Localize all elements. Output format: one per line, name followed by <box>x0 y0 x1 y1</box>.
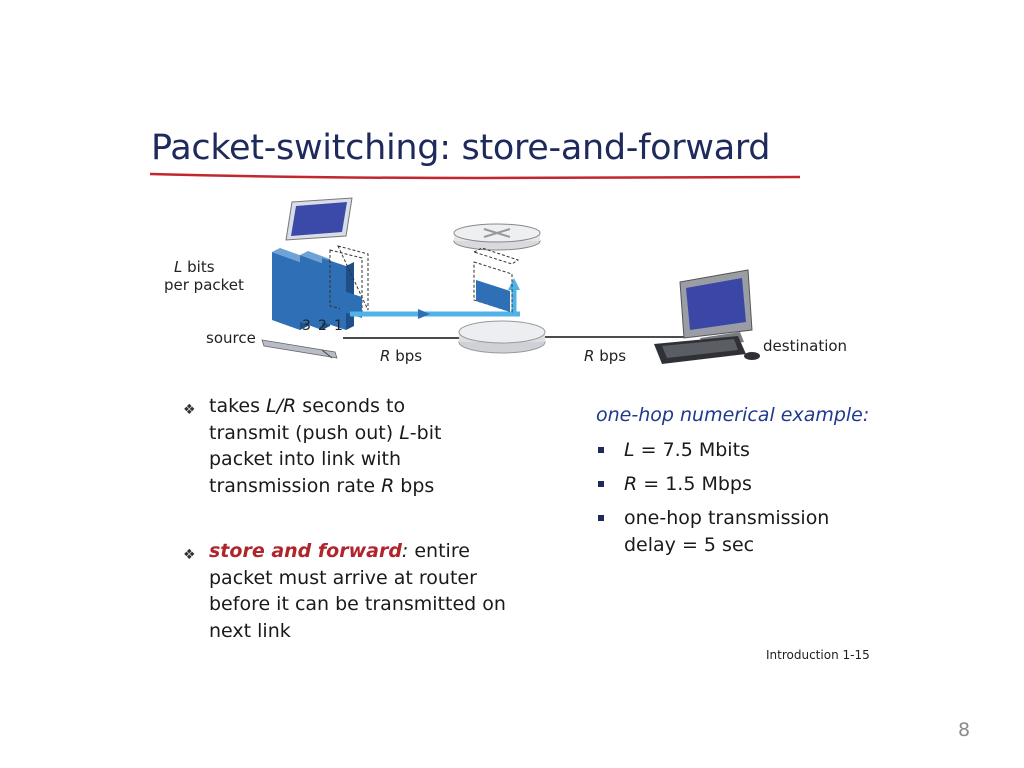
per-packet-label: per packet <box>164 276 244 294</box>
example-item-r: R = 1.5 Mbps <box>596 471 829 498</box>
text: bps <box>394 474 435 497</box>
bullet-list-1: ❖ takes L/R seconds to transmit (push ou… <box>183 393 483 499</box>
packet-number-1: 1 <box>334 318 343 334</box>
text: entire packet must arrive at router befo… <box>209 540 506 642</box>
text: seconds to transmit (push out) <box>209 395 406 444</box>
r-variable: R <box>624 473 638 495</box>
text: one-hop transmission <box>624 507 830 529</box>
source-monitor-icon <box>285 197 353 241</box>
link-arrow <box>350 278 520 319</box>
router-icon-top <box>453 223 541 251</box>
text: = 1.5 Mbps <box>637 473 752 495</box>
example-item-delay: one-hop transmission delay = 5 sec <box>596 505 829 559</box>
bullet-transmission-time: ❖ takes L/R seconds to transmit (push ou… <box>183 393 483 499</box>
destination-label: destination <box>763 337 848 355</box>
source-device-icon <box>261 339 338 359</box>
text: -bit packet into link with transmission … <box>209 421 442 497</box>
text: delay = 5 sec <box>624 534 755 556</box>
slide-title: Packet-switching: store-and-forward <box>151 128 771 168</box>
bullet-store-and-forward: ❖ store and forward: entire packet must … <box>183 538 513 644</box>
l-variable: L <box>174 258 183 276</box>
l-bits-text: bits <box>182 258 215 276</box>
link1-rate-label: R bps <box>380 347 422 365</box>
packet-number-3: 3 <box>302 318 311 334</box>
store-and-forward-term: store and forward <box>209 540 402 562</box>
destination-computer-icon <box>654 269 760 364</box>
text: = 7.5 Mbits <box>634 439 750 461</box>
example-heading: one-hop numerical example: <box>596 404 870 426</box>
page-number: 8 <box>958 719 971 741</box>
source-label: source <box>206 329 256 347</box>
example-item-l: L = 7.5 Mbits <box>596 437 829 464</box>
diamond-bullet-icon: ❖ <box>183 547 196 563</box>
bullet-list-2: ❖ store and forward: entire packet must … <box>183 538 513 644</box>
router-packet <box>472 247 520 313</box>
footer-reference: Introduction 1-15 <box>766 648 870 662</box>
square-bullet-icon <box>598 515 604 521</box>
rate-unit: bps <box>390 347 423 365</box>
rate-unit: bps <box>594 347 627 365</box>
r-variable: R <box>584 347 595 365</box>
diamond-bullet-icon: ❖ <box>183 402 196 418</box>
square-bullet-icon <box>598 447 604 453</box>
link2-rate-label: R bps <box>584 347 626 365</box>
l-bits-label: L bits <box>174 258 215 276</box>
square-bullet-icon <box>598 481 604 487</box>
title-underline <box>149 172 801 180</box>
r-variable: R <box>381 474 395 497</box>
text: takes <box>209 395 267 417</box>
router-disc-icon <box>458 320 546 354</box>
l-variable: L <box>624 439 635 461</box>
r-variable: R <box>380 347 391 365</box>
colon: : <box>401 540 409 562</box>
example-list: L = 7.5 Mbits R = 1.5 Mbps one-hop trans… <box>596 437 829 566</box>
l-over-r: L/R <box>266 395 297 417</box>
l-variable: L <box>399 421 410 444</box>
packet-number-2: 2 <box>318 318 327 334</box>
